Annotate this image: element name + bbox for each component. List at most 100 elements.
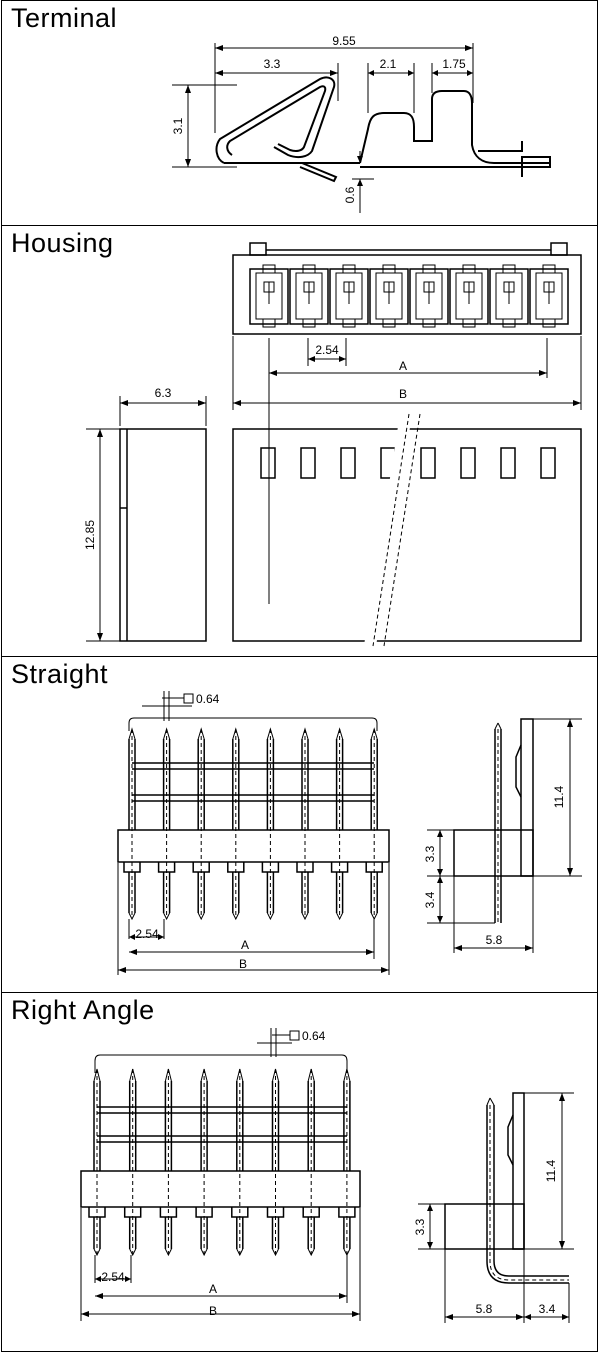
dim-base-height: 3.3 bbox=[413, 1218, 427, 1235]
contact-window bbox=[540, 447, 556, 479]
cavity-tab-top bbox=[502, 264, 516, 274]
pin-tail-tip bbox=[93, 1248, 101, 1257]
arrow-head bbox=[525, 945, 533, 951]
arrow-head bbox=[233, 400, 241, 406]
cavity-tab-top bbox=[342, 264, 356, 274]
base-notch bbox=[302, 1207, 320, 1218]
cavity-tab-top bbox=[542, 264, 556, 274]
arrow-head bbox=[330, 70, 338, 76]
base-notch bbox=[296, 862, 314, 873]
side-pin-centerline bbox=[489, 1105, 569, 1281]
arrow-head bbox=[427, 1204, 433, 1211]
base-notch bbox=[330, 862, 349, 873]
dim-tail-length: 3.4 bbox=[423, 891, 437, 908]
contact-window bbox=[500, 447, 516, 479]
cavity-tab-top bbox=[462, 264, 476, 274]
arrow-head bbox=[357, 156, 363, 163]
base-notch bbox=[231, 1207, 249, 1218]
arrow-head bbox=[465, 45, 473, 51]
base-notch bbox=[266, 1207, 285, 1218]
contact-window bbox=[260, 447, 276, 479]
base-notch bbox=[192, 862, 210, 873]
dim-mid-gap: 2.1 bbox=[380, 57, 397, 71]
dim-loop-length: 3.3 bbox=[264, 57, 281, 71]
pin-tail-tip bbox=[307, 1248, 315, 1257]
base-notch bbox=[365, 862, 383, 873]
housing-top-view bbox=[232, 254, 582, 335]
pin-tail-tip bbox=[164, 1248, 172, 1257]
dim-a: A bbox=[241, 938, 249, 952]
dim-depth: 6.3 bbox=[155, 386, 172, 400]
cavity-outline bbox=[249, 268, 289, 325]
housing-side-view bbox=[119, 428, 207, 642]
right-angle-panel: 0.64 2.54 A bbox=[1, 992, 598, 1352]
arrow-head bbox=[185, 159, 191, 167]
dim-height: 3.1 bbox=[171, 117, 185, 134]
arrow-head bbox=[432, 70, 438, 76]
housing-panel: 2.54 A B 6.3 bbox=[1, 225, 598, 657]
cavity-tab-bottom bbox=[542, 318, 556, 328]
cavity-outline bbox=[329, 268, 369, 325]
arrow-head bbox=[437, 916, 443, 923]
arrow-head bbox=[120, 400, 128, 406]
latch-left bbox=[249, 242, 267, 256]
cavity-tab-bottom bbox=[382, 318, 396, 328]
pin-tail-tip bbox=[197, 912, 205, 921]
terminal-crimp bbox=[478, 141, 523, 152]
dim-end-width: 1.75 bbox=[442, 57, 466, 71]
dim-pitch: 2.54 bbox=[101, 1270, 125, 1284]
header-base bbox=[117, 829, 390, 863]
cavity-tab-bottom bbox=[502, 318, 516, 328]
base-notch bbox=[123, 862, 141, 873]
dim-tail-length: 3.4 bbox=[539, 1302, 556, 1316]
straight-panel: 0.64 2.54 A bbox=[1, 656, 598, 993]
pin-row bbox=[88, 1068, 356, 1257]
dim-b: B bbox=[399, 387, 407, 401]
arrow-head bbox=[454, 945, 462, 951]
cavity-outline bbox=[529, 268, 569, 325]
dim-pin-size: 0.64 bbox=[196, 692, 220, 706]
cavity-outline bbox=[369, 268, 409, 325]
arrow-head bbox=[97, 429, 103, 437]
base-notch bbox=[261, 862, 280, 873]
dim-height: 12.85 bbox=[83, 520, 97, 550]
arrow-head bbox=[562, 1314, 569, 1320]
dim-pin-size: 0.64 bbox=[302, 1029, 326, 1043]
dim-base-depth: 5.8 bbox=[486, 933, 503, 947]
arrow-head bbox=[308, 356, 315, 362]
arrow-head bbox=[437, 876, 443, 883]
latch-right bbox=[550, 242, 568, 256]
side-base bbox=[453, 829, 534, 877]
dim-pitch: 2.54 bbox=[315, 343, 339, 357]
arrow-head bbox=[339, 1293, 347, 1299]
right-angle-drawing: 0.64 2.54 A bbox=[80, 1028, 574, 1323]
cavity-outline bbox=[409, 268, 449, 325]
square-symbol bbox=[289, 1030, 300, 1041]
terminal-title: Terminal bbox=[11, 3, 118, 33]
pin-tail-tip bbox=[336, 912, 344, 921]
cavity-tab-bottom bbox=[462, 318, 476, 328]
contact-window bbox=[340, 447, 356, 479]
arrow-head bbox=[215, 45, 223, 51]
side-pin-tip bbox=[494, 722, 499, 730]
dim-pin-height: 11.4 bbox=[544, 1159, 558, 1182]
housing-title: Housing bbox=[11, 228, 114, 258]
arrow-head bbox=[559, 1241, 565, 1249]
terminal-contact-bottom bbox=[360, 156, 551, 177]
pin-tail-tip bbox=[266, 912, 274, 921]
cavity-outline bbox=[489, 268, 529, 325]
arrow-head bbox=[437, 869, 443, 876]
break-gap bbox=[364, 413, 412, 647]
cavity-tab-bottom bbox=[422, 318, 436, 328]
contact-window bbox=[460, 447, 476, 479]
pin-tail-tip bbox=[301, 912, 309, 921]
arrow-head bbox=[129, 934, 135, 940]
straight-title: Straight bbox=[11, 659, 109, 689]
side-pin-tip bbox=[497, 722, 502, 730]
terminal-contact-top bbox=[359, 90, 550, 164]
arrow-head bbox=[158, 934, 164, 940]
side-pin-tip bbox=[489, 1097, 495, 1106]
side-pin-tip bbox=[486, 1097, 491, 1106]
terminal-spring-outer bbox=[215, 76, 336, 164]
header-base bbox=[80, 1170, 361, 1208]
